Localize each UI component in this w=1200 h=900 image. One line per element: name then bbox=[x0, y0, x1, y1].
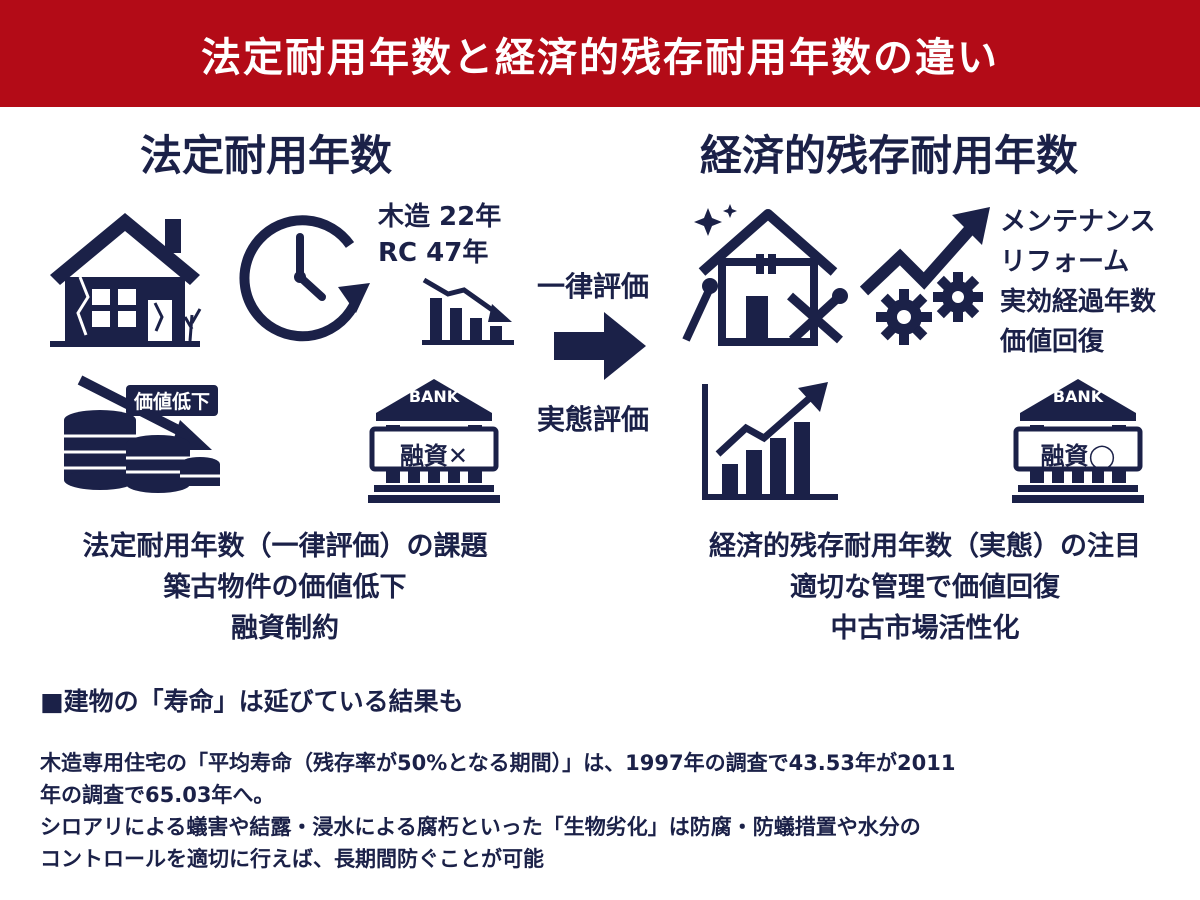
left-summary-line-1: 法定耐用年数（一律評価）の課題 bbox=[82, 531, 488, 562]
right-summary: 経済的残存耐用年数（実態）の注目 適切な管理で価値回復 中古市場活性化 bbox=[660, 526, 1190, 649]
title-banner: 法定耐用年数と経済的残存耐用年数の違い bbox=[0, 0, 1200, 107]
section-body: 木造専用住宅の「平均寿命（残存率が50%となる期間）」は、1997年の調査で43… bbox=[40, 747, 955, 875]
right-summary-line-3: 中古市場活性化 bbox=[830, 613, 1020, 644]
duration-rc: RC 47年 bbox=[378, 238, 489, 268]
body-line-2: 年の調査で65.03年へ。 bbox=[40, 783, 275, 807]
body-line-1: 木造専用住宅の「平均寿命（残存率が50%となる期間）」は、1997年の調査で43… bbox=[40, 751, 956, 775]
body-line-4: コントロールを適切に行えば、長期間防ぐことが可能 bbox=[40, 847, 544, 871]
right-summary-line-2: 適切な管理で価値回復 bbox=[790, 572, 1060, 603]
left-summary: 法定耐用年数（一律評価）の課題 築古物件の価値低下 融資制約 bbox=[0, 526, 570, 649]
bank-label-left: BANK bbox=[408, 387, 460, 406]
factor-value-recovery: 価値回復 bbox=[1000, 327, 1105, 357]
factor-effective-age: 実効経過年数 bbox=[1000, 287, 1157, 317]
growth-gears-icon bbox=[860, 207, 990, 345]
rising-chart-icon bbox=[702, 382, 838, 500]
bank-label-right: BANK bbox=[1052, 387, 1104, 406]
value-drop-badge: 価値低下 bbox=[126, 385, 219, 416]
loan-label-right: 融資◯ bbox=[1040, 442, 1116, 470]
page-title: 法定耐用年数と経済的残存耐用年数の違い bbox=[201, 34, 999, 81]
uniform-eval-label: 一律評価 bbox=[537, 270, 650, 303]
left-summary-line-3: 融資制約 bbox=[231, 613, 339, 644]
right-summary-line-1: 経済的残存耐用年数（実態）の注目 bbox=[709, 531, 1141, 562]
clock-icon bbox=[239, 215, 370, 342]
section-heading: ■建物の「寿命」は延びている結果も bbox=[40, 687, 464, 716]
body-line-3: シロアリによる蟻害や結露・浸水による腐朽といった「生物劣化」は防腐・防蟻措置や水… bbox=[40, 815, 921, 839]
damaged-house-icon bbox=[50, 213, 202, 347]
factor-reform: リフォーム bbox=[1000, 247, 1130, 277]
bank-icon-left bbox=[368, 379, 500, 503]
factor-maintenance: メンテナンス bbox=[1000, 207, 1156, 237]
left-heading: 法定耐用年数 bbox=[140, 131, 393, 180]
right-arrow-icon bbox=[554, 312, 646, 380]
duration-wood: 木造 22年 bbox=[378, 202, 502, 232]
left-summary-line-2: 築古物件の価値低下 bbox=[163, 572, 407, 603]
actual-eval-label: 実態評価 bbox=[537, 403, 650, 436]
bank-icon-right bbox=[1012, 379, 1144, 503]
declining-chart-icon bbox=[422, 277, 514, 345]
loan-label-left: 融資✕ bbox=[399, 442, 469, 470]
house-repair-icon bbox=[682, 204, 848, 346]
coins-icon bbox=[64, 375, 220, 493]
right-heading: 経済的残存耐用年数 bbox=[700, 131, 1079, 180]
